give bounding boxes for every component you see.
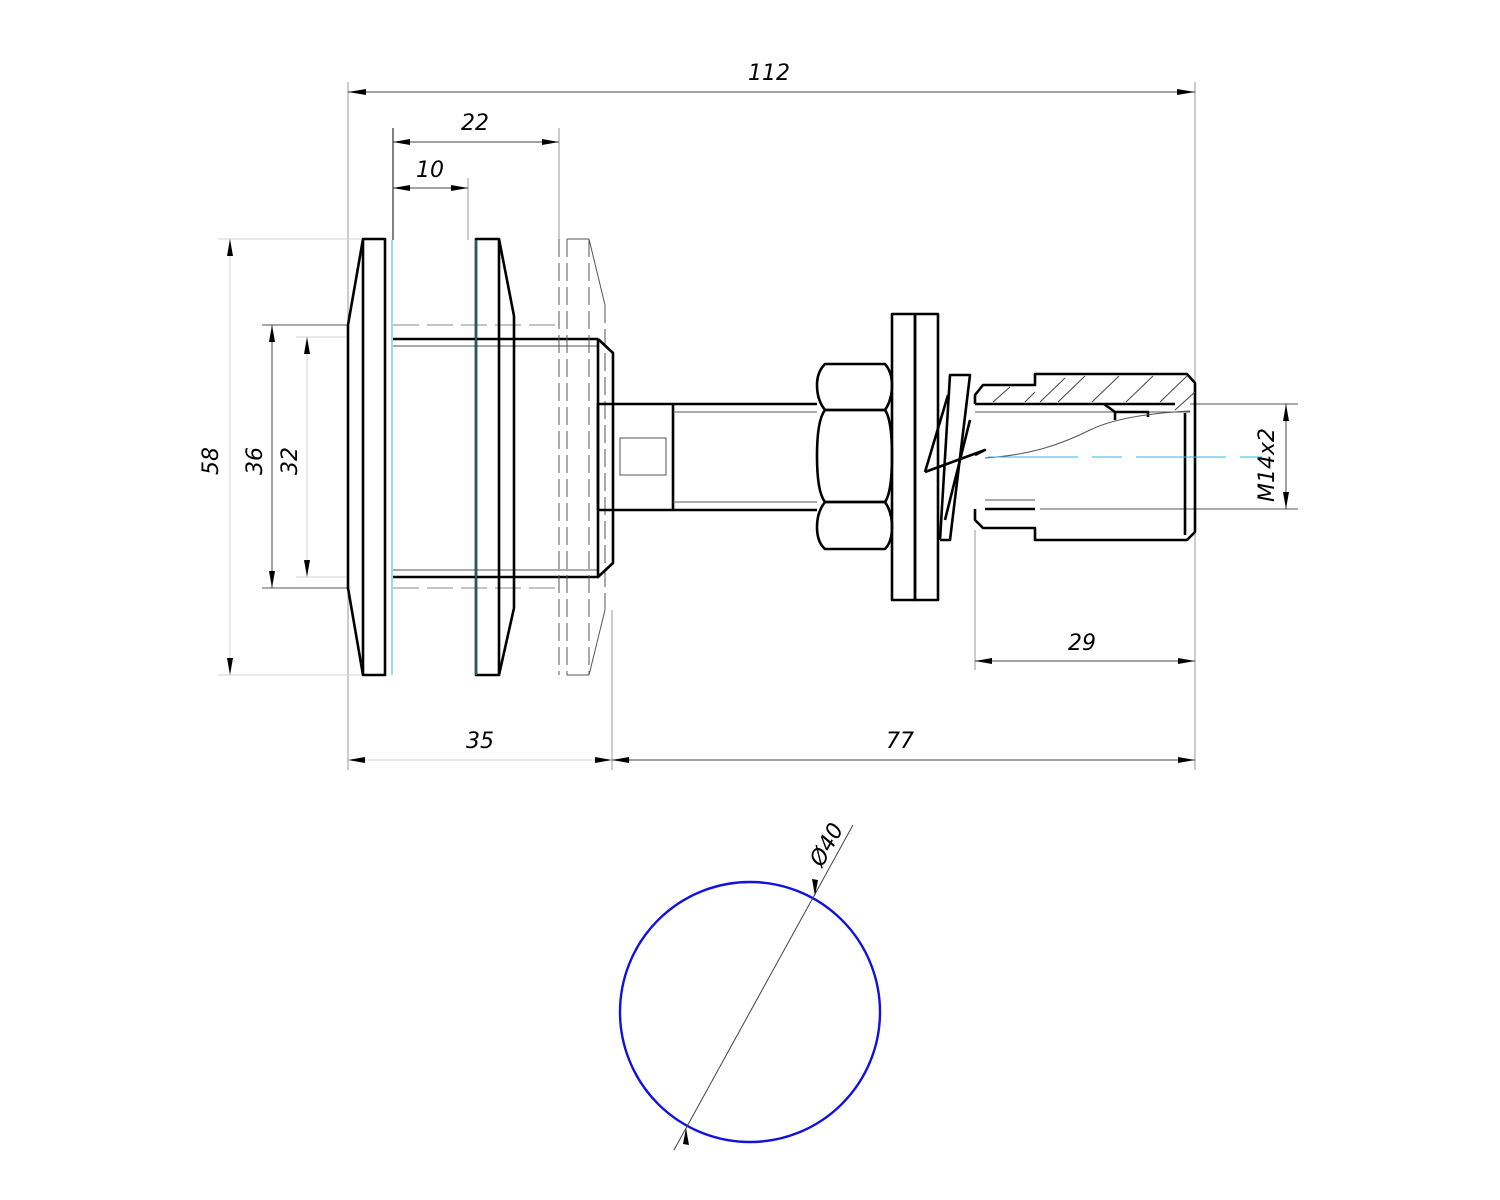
dim-label-disc-diameter: Ø40 (805, 819, 849, 872)
dim-label-thread-outer: 36 (243, 447, 268, 475)
arrow-head (975, 658, 992, 664)
dim-label-plate-height: 58 (199, 447, 224, 475)
arrow-head (304, 337, 310, 354)
arrow-head (595, 757, 612, 763)
arrow-head (1283, 404, 1289, 421)
dimension-112: 112 (348, 61, 1195, 95)
dimension-10: 10 (393, 158, 468, 191)
dim-label-overall-length: 112 (748, 61, 790, 86)
hex-nut (815, 362, 894, 551)
dim-label-head-length: 35 (466, 729, 494, 754)
disc-circle (618, 880, 882, 1144)
extension-lines (218, 82, 1298, 770)
arrow-head (348, 757, 365, 763)
dimension-58: 58 (199, 239, 233, 675)
arrow-head (227, 239, 233, 256)
arrow-head (451, 185, 468, 191)
washers (890, 312, 940, 602)
dim-label-thread-spec: M14x2 (1255, 428, 1280, 502)
arrow-head (542, 139, 559, 145)
arrow-head (812, 879, 818, 896)
disc-end-view: Ø40 (618, 819, 882, 1151)
threaded-shaft (673, 402, 817, 512)
hex-socket-neck (596, 402, 675, 512)
arrow-head (1283, 492, 1289, 509)
arrow-head (227, 658, 233, 675)
dim-label-thread-inner: 32 (278, 447, 303, 475)
arrow-head (1178, 757, 1195, 763)
dimension-77: 77 (612, 729, 1195, 763)
section-hatch (992, 375, 1196, 411)
right-clamp-plate (474, 237, 516, 677)
dimension-22: 22 (393, 111, 559, 145)
arrow-head (612, 757, 629, 763)
arrow-head (269, 571, 275, 588)
arrow-head (393, 185, 410, 191)
left-clamp-plate (346, 237, 387, 677)
dimension-36: 36 (243, 325, 275, 588)
arrow-head (304, 560, 310, 577)
dimension-29: 29 (975, 631, 1195, 664)
dimension-32: 32 (278, 337, 310, 577)
dim-label-sleeve-length: 29 (1068, 631, 1096, 656)
arrow-head (269, 325, 275, 342)
socket-square (619, 437, 667, 476)
dim-label-plate-spacing-inner: 10 (416, 158, 444, 183)
arrow-head (1177, 89, 1195, 95)
arrow-head (348, 89, 366, 95)
dim-label-plate-spacing-outer: 22 (461, 111, 489, 136)
arrow-head (393, 139, 410, 145)
dimension-35: 35 (348, 729, 612, 763)
arrow-head (683, 1128, 689, 1145)
spring-lock-washer (923, 373, 987, 542)
dimension-thread: M14x2 (1255, 404, 1289, 509)
arrow-head (1178, 658, 1195, 664)
dim-label-shaft-length: 77 (886, 729, 914, 754)
hidden-glass-outline (558, 238, 606, 676)
